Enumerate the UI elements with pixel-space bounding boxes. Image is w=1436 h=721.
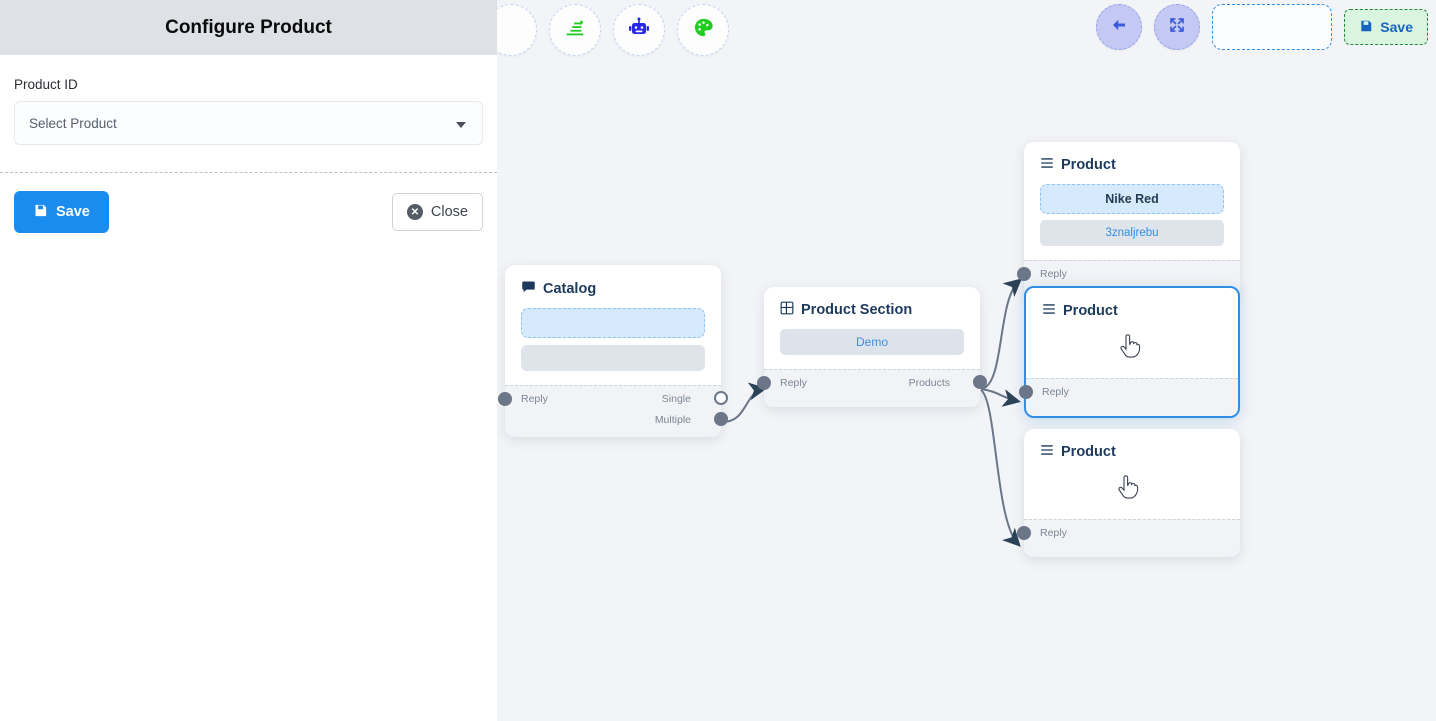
node-product-1[interactable]: Product Nike Red 3znaljrebu Reply [1017,142,1240,298]
floppy-disk-icon [33,203,48,222]
node-product-1-body: Nike Red 3znaljrebu [1024,184,1240,260]
node-product-section-footer: Reply Products [757,369,987,407]
node-catalog-footer: Reply Single Multiple [498,385,728,437]
port-label-multiple: Multiple [654,414,691,426]
robot-icon [627,16,651,45]
edge-section-to-product1 [980,278,1023,390]
product-id-field-group: Product ID Select Product [0,55,497,145]
node-product-3-title: Product [1061,444,1116,460]
product-1-chip-name[interactable]: Nike Red [1040,184,1224,214]
toolbar-button-bot[interactable] [613,4,665,56]
product-section-demo-chip[interactable]: Demo [780,329,964,355]
port-section-reply[interactable] [757,376,771,390]
toolbar-button-hidden[interactable] [497,4,537,56]
node-product-1-header: Product [1024,142,1240,184]
port-label-reply: Reply [780,377,807,389]
list-icon [1040,443,1054,461]
port-label-reply: Reply [1040,268,1067,280]
list-icon [1042,302,1056,320]
port-catalog-multiple[interactable] [714,412,728,426]
port-label-reply: Reply [1040,527,1067,539]
product-select-value: Select Product [29,115,117,131]
edge-section-to-product2 [980,388,1021,407]
close-button-label: Close [430,204,468,220]
back-arrow-icon [1110,16,1128,39]
node-catalog-body [505,308,721,385]
grid-icon [780,301,794,319]
save-button-label: Save [56,204,90,220]
close-circle-icon: ✕ [406,204,423,220]
panel-title: Configure Product [0,0,497,55]
port-label-reply: Reply [1042,386,1069,398]
flow-canvas[interactable]: Save Catalog Reply Single [497,0,1436,721]
save-button[interactable]: Save [14,191,109,233]
port-section-products[interactable] [973,375,987,389]
port-catalog-reply[interactable] [498,392,512,406]
panel-actions: Save ✕ Close [0,173,497,233]
fit-view-button[interactable] [1154,4,1201,50]
node-product-3-header: Product [1024,429,1240,471]
toolbar-button-palette[interactable] [677,4,729,56]
back-button[interactable] [1096,4,1143,50]
node-product-section-title: Product Section [801,302,913,318]
edge-catalog-to-section [722,382,767,423]
catalog-chip-solid[interactable] [521,345,705,371]
chat-bubble-icon [521,279,536,298]
product-1-chip-code[interactable]: 3znaljrebu [1040,220,1224,246]
panel-divider [0,172,497,173]
node-product-section-body: Demo [764,329,980,369]
canvas-save-button[interactable]: Save [1344,9,1428,45]
pointer-hand-cursor [1119,334,1141,360]
edge-section-to-product3 [980,389,1021,547]
port-label-reply: Reply [521,393,548,405]
product-select[interactable]: Select Product [14,101,483,145]
stack-icon [564,17,586,44]
configure-product-panel: Configure Product Product ID Select Prod… [0,0,497,721]
port-catalog-single[interactable] [714,391,728,405]
close-button[interactable]: ✕ Close [391,193,483,231]
toolbar-placeholder-slot[interactable] [1212,4,1333,50]
chevron-down-icon [456,122,466,128]
list-icon [1040,156,1054,174]
node-product-2-header: Product [1026,288,1238,330]
palette-icon [692,16,715,44]
node-product-2-title: Product [1063,303,1118,319]
node-product-3-body [1024,471,1240,519]
node-catalog-header: Catalog [505,265,721,308]
catalog-chip-dashed[interactable] [521,308,705,338]
node-product-3[interactable]: Product Reply [1017,429,1240,557]
port-label-products: Products [908,377,950,389]
port-label-single: Single [661,393,691,405]
node-catalog-title: Catalog [543,280,597,297]
node-product-2[interactable]: Product Reply [1019,286,1240,418]
port-product-3-reply[interactable] [1017,526,1031,540]
node-product-2-body [1026,330,1238,378]
toolbar-right: Save [1096,4,1428,50]
floppy-disk-icon [1359,19,1373,36]
node-product-1-title: Product [1061,157,1116,173]
node-product-2-footer: Reply [1019,378,1238,416]
node-catalog[interactable]: Catalog Reply Single Multiple [498,265,728,437]
port-product-2-reply[interactable] [1019,385,1033,399]
pointer-hand-cursor [1117,475,1139,501]
node-product-3-footer: Reply [1017,519,1240,557]
toolbar-button-stack[interactable] [549,4,601,56]
port-product-1-reply[interactable] [1017,267,1031,281]
node-product-section-header: Product Section [764,287,980,329]
toolbar-left [497,0,729,60]
product-id-label: Product ID [14,77,78,92]
node-product-section[interactable]: Product Section Demo Reply Products [757,287,987,407]
canvas-save-label: Save [1380,19,1413,35]
collapse-icon [1168,16,1186,39]
